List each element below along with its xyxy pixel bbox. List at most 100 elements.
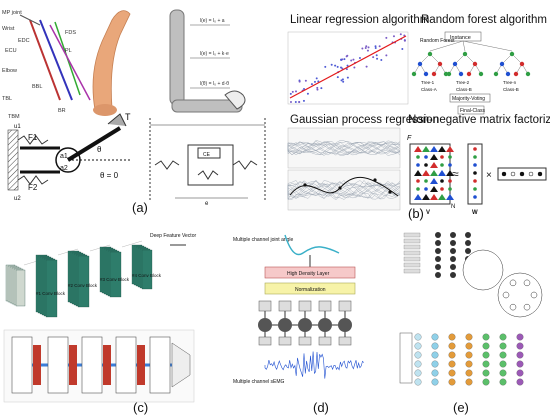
scatter-point xyxy=(306,92,309,95)
scatter-point xyxy=(324,65,327,68)
deep-net-node xyxy=(482,378,490,386)
conv-layer xyxy=(103,345,111,385)
skeleton-arm: l(e) = l₀ + a l(e) = l₀ + k·e l(θ) = l₀ … xyxy=(169,9,246,113)
tree-node xyxy=(423,71,429,77)
nmf-marker xyxy=(473,179,477,183)
scatter-point xyxy=(346,64,349,67)
nmf-marker xyxy=(430,178,438,184)
deep-net-node xyxy=(431,378,439,386)
scatter-point xyxy=(303,88,306,91)
nmf-marker xyxy=(422,146,430,152)
tree-label: Tree-1 xyxy=(421,80,435,85)
graph-node xyxy=(502,291,510,299)
svg-text:Instance: Instance xyxy=(450,35,471,41)
hill-muscle-model: e CE xyxy=(149,118,266,207)
tree-label: Tree-2 xyxy=(456,80,470,85)
nmf-marker xyxy=(537,171,543,177)
semg-signal xyxy=(264,351,365,379)
gp-sample xyxy=(287,142,401,156)
deep-net-node xyxy=(414,369,422,377)
input-feature xyxy=(403,268,421,274)
svg-text:l(θ) = l₀ + d·θ: l(θ) = l₀ + d·θ xyxy=(200,81,229,87)
deep-net-node xyxy=(465,333,473,341)
nmf-marker xyxy=(416,155,420,159)
lstm-gate xyxy=(298,300,312,312)
scatter-point xyxy=(345,68,348,71)
scatter-point xyxy=(340,79,343,82)
lstm-gate xyxy=(258,300,272,312)
svg-text:Random Forest: Random Forest xyxy=(420,38,455,44)
scatter-point xyxy=(341,78,344,81)
scatter-point xyxy=(304,79,307,82)
panel-e-label: (e) xyxy=(453,400,469,415)
nmf-marker xyxy=(424,179,428,183)
scatter-point xyxy=(343,58,346,61)
nn-node xyxy=(465,248,471,254)
title-random-forest: Random forest algorithm xyxy=(421,14,547,26)
deep-net-node xyxy=(465,342,473,350)
panel-c-label: (c) xyxy=(133,400,149,415)
arm-muscle-diagram: MP joint Wrist EDC FDS ECU PL Elbow BBL … xyxy=(2,10,91,120)
graph-node xyxy=(523,303,531,311)
input-feature xyxy=(403,238,421,244)
scatter-point xyxy=(310,83,313,86)
gp-sample xyxy=(287,141,401,156)
conv-layer xyxy=(69,345,77,385)
nmf-marker xyxy=(424,163,428,167)
svg-text:Multiple channel joint angle: Multiple channel joint angle xyxy=(233,237,294,243)
lstm-input xyxy=(338,336,352,346)
deep-net-node xyxy=(414,360,422,368)
svg-text:Multiple channel sEMG: Multiple channel sEMG xyxy=(233,379,285,385)
input-vector xyxy=(399,332,413,384)
graph-node xyxy=(509,279,517,287)
gaussian-process-plot xyxy=(287,127,401,211)
nmf-marker xyxy=(438,170,446,176)
scatter-point xyxy=(330,63,333,66)
nmf-marker xyxy=(422,194,430,200)
svg-text:Elbow: Elbow xyxy=(2,68,17,74)
panel-a-label: (a) xyxy=(132,200,148,215)
gp-sample xyxy=(287,181,401,199)
deep-net-node xyxy=(516,351,524,359)
scatter-point xyxy=(403,39,406,42)
random-forest-diagram: Instance Random Forest Tree-1Class-ATree… xyxy=(411,31,531,115)
scatter-point xyxy=(367,46,370,49)
nmf-marker xyxy=(446,170,454,176)
deep-net-node xyxy=(482,360,490,368)
nn-node xyxy=(435,256,441,262)
deep-net-node xyxy=(414,342,422,350)
scatter-point xyxy=(334,64,337,67)
nmf-marker xyxy=(473,195,477,199)
cnn-blocks: Deep Feature Vector #1 Conv Block #2 Con… xyxy=(5,233,196,318)
gp-sample xyxy=(287,141,401,154)
scatter-point xyxy=(316,88,319,91)
lstm-gate xyxy=(278,300,292,312)
nn-node xyxy=(465,232,471,238)
nmf-marker xyxy=(440,179,444,183)
deep-net-node xyxy=(516,378,524,386)
tree-node xyxy=(505,71,511,77)
scatter-point xyxy=(399,33,402,36)
scatter-point xyxy=(372,56,375,59)
svg-text:Deep Feature Vector: Deep Feature Vector xyxy=(150,233,196,239)
tree-node xyxy=(499,61,505,67)
svg-text:u1: u1 xyxy=(14,124,21,130)
tree-node xyxy=(472,61,478,67)
svg-text:a1: a1 xyxy=(60,153,68,160)
nmf-marker xyxy=(473,147,477,151)
svg-text:Final-Class: Final-Class xyxy=(460,108,486,114)
svg-text:l(e) = l₀ + k·e: l(e) = l₀ + k·e xyxy=(200,51,229,57)
deep-net-node xyxy=(414,351,422,359)
svg-text:≈: ≈ xyxy=(452,167,459,181)
tree-node xyxy=(462,51,468,57)
deep-net-node xyxy=(482,342,490,350)
pipeline-stage xyxy=(115,336,137,394)
lstm-gate xyxy=(338,300,352,312)
nmf-marker xyxy=(448,155,452,159)
deep-net-node xyxy=(465,351,473,359)
panel-d: Multiple channel joint angle High Densit… xyxy=(225,225,375,420)
scatter-point xyxy=(366,49,369,52)
svg-text:FDS: FDS xyxy=(65,30,76,36)
scatter-point xyxy=(294,101,297,103)
dense-layer xyxy=(264,266,356,279)
